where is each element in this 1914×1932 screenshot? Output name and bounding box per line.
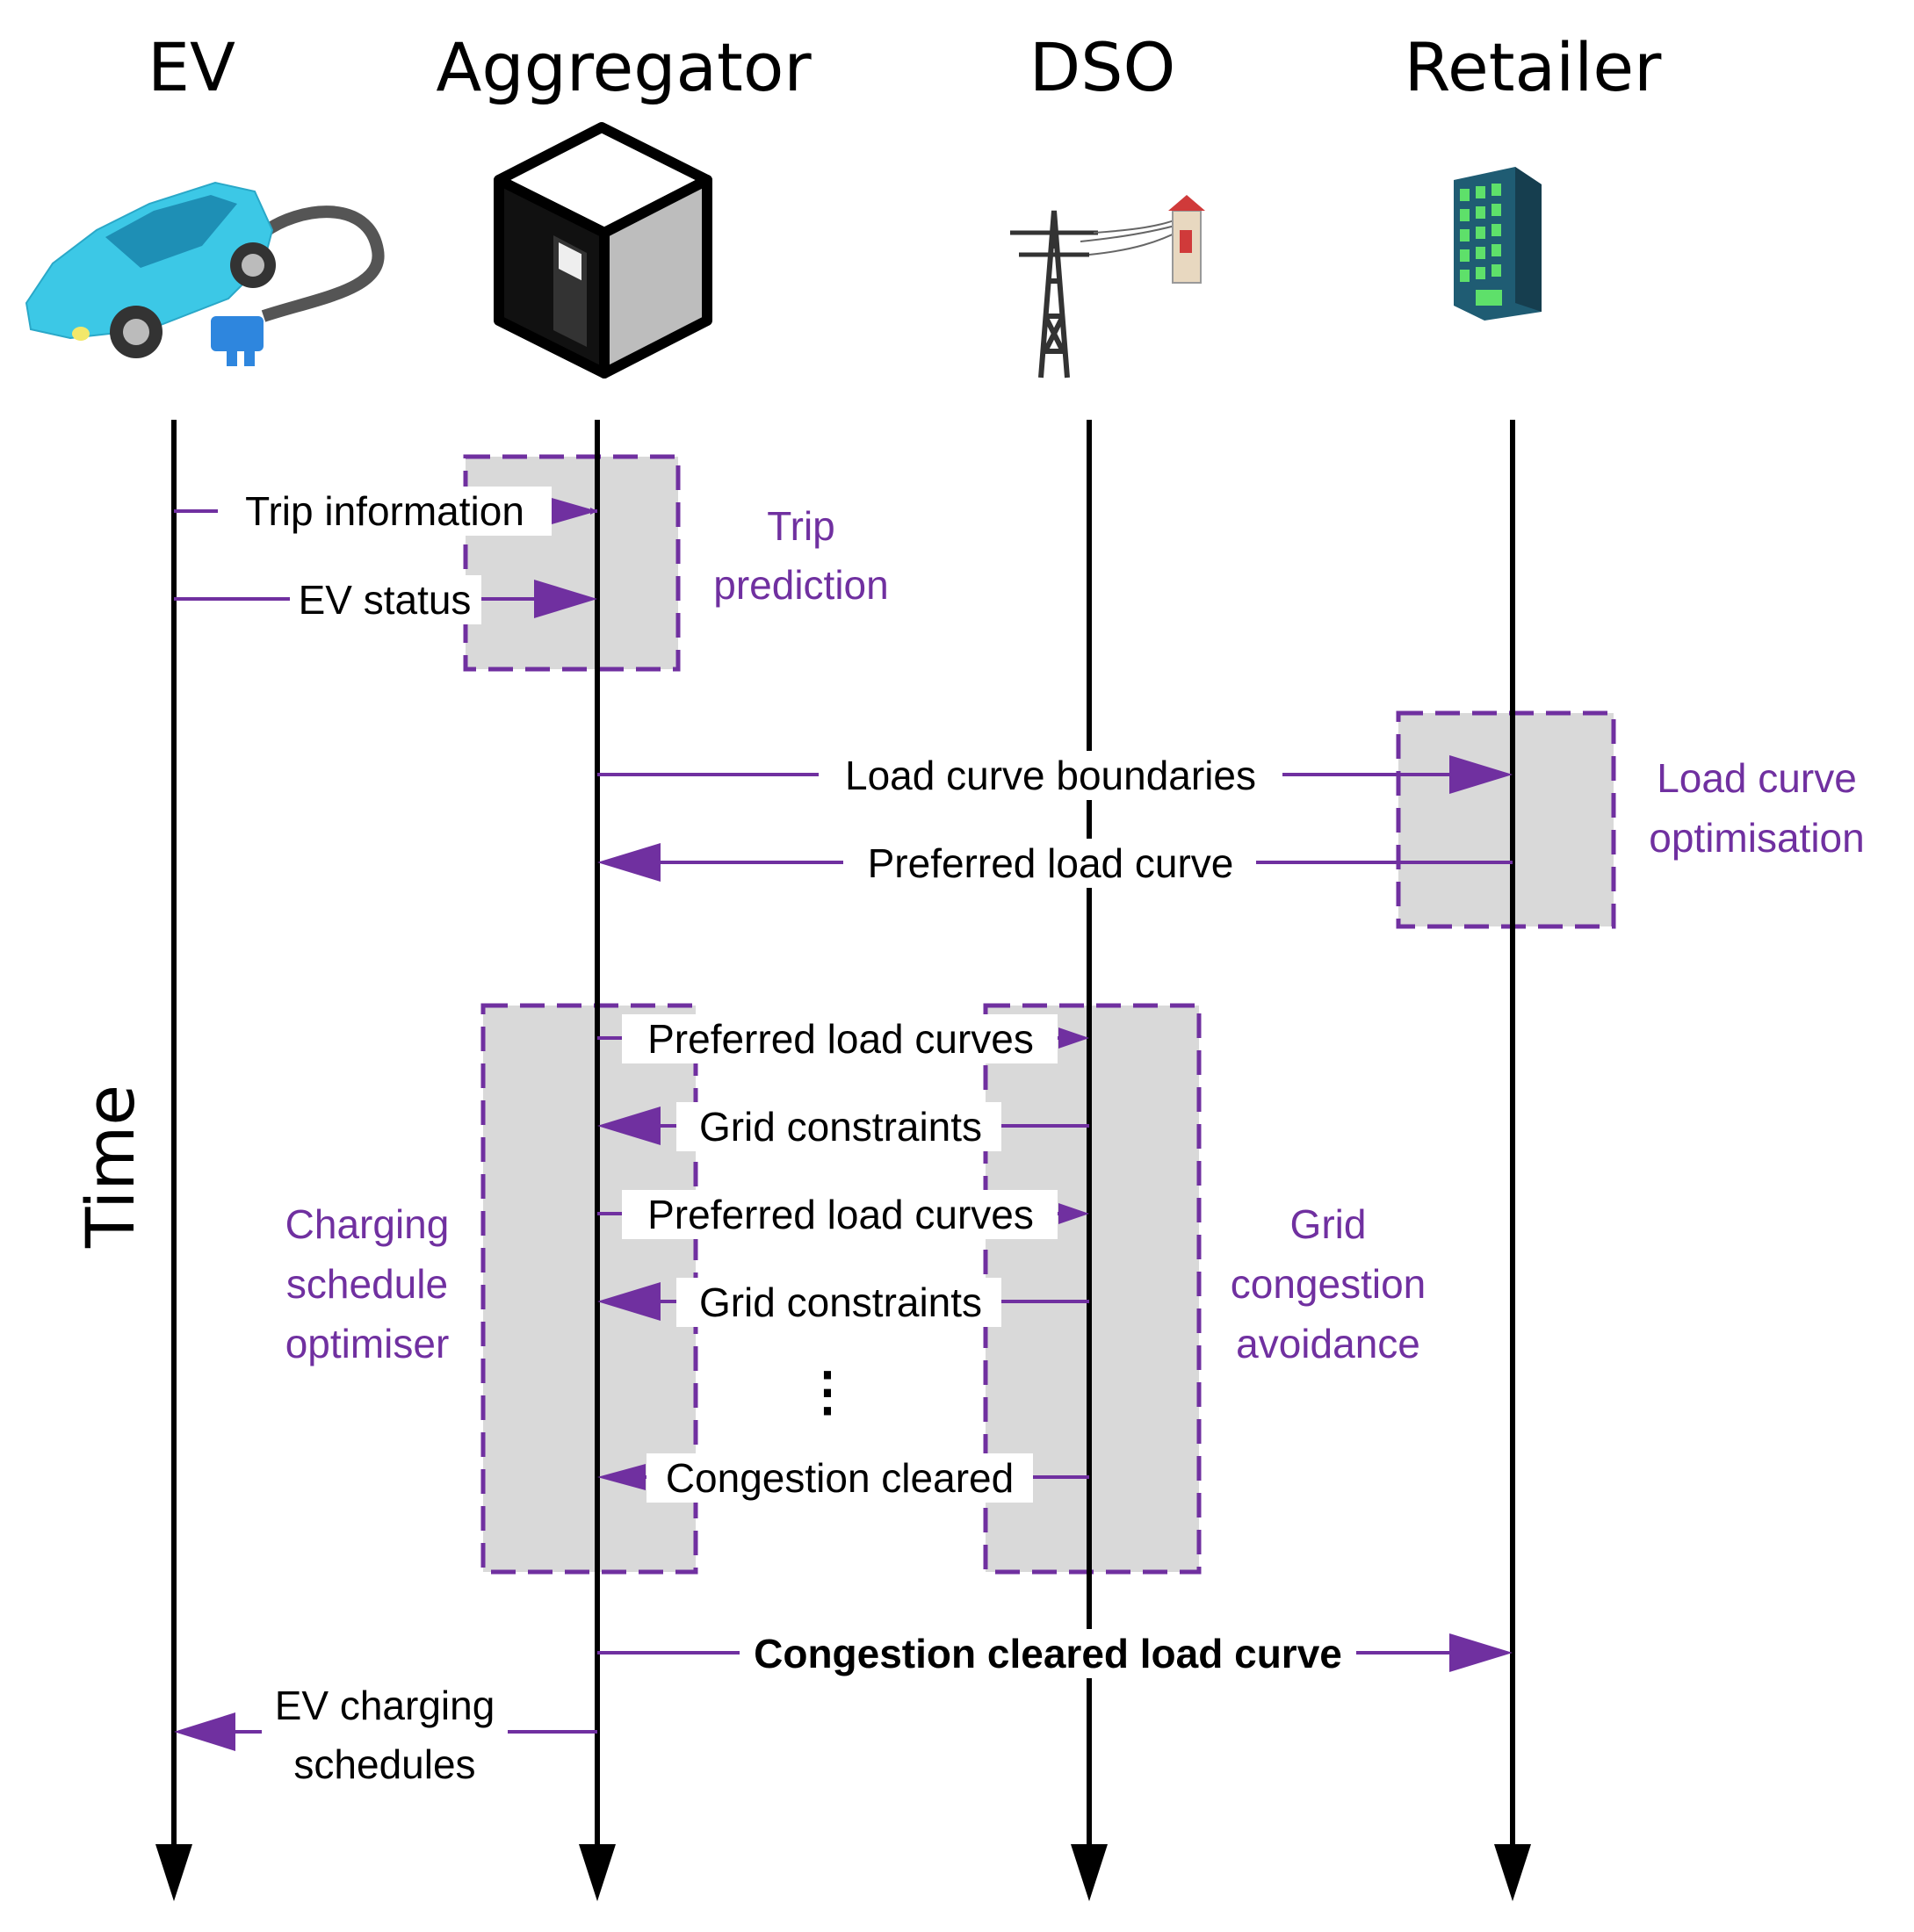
message-label-preferred-load-curve: Preferred load curve: [868, 840, 1234, 886]
message-congestion-cleared: Congestion cleared: [597, 1453, 1089, 1503]
process-label-line: optimiser: [285, 1321, 450, 1366]
actor-label-aggregator: Aggregator: [436, 28, 812, 106]
message-label-congestion-cleared: Congestion cleared: [666, 1455, 1014, 1501]
message-label-grid-constraints-1: Grid constraints: [699, 1104, 982, 1150]
message-grid-constraints-2: Grid constraints: [597, 1278, 1089, 1327]
message-preferred-load-curves-1: Preferred load curves: [597, 1014, 1089, 1063]
process-label-line: optimisation: [1649, 815, 1864, 861]
actor-label-dso: DSO: [1029, 28, 1176, 106]
actor-label-retailer: Retailer: [1405, 28, 1663, 106]
time-axis-label: Time: [71, 1085, 149, 1249]
message-label-preferred-load-curves-2: Preferred load curves: [647, 1192, 1034, 1237]
continuation-ellipsis: ⋮: [801, 1362, 854, 1421]
lifeline-arrow-ev: [155, 1844, 192, 1901]
process-label-line: congestion: [1231, 1261, 1426, 1307]
message-grid-constraints-1: Grid constraints: [597, 1102, 1089, 1151]
process-label-line: Grid: [1290, 1201, 1367, 1247]
message-label-preferred-load-curves-1: Preferred load curves: [647, 1016, 1034, 1062]
process-label-line: Trip: [767, 503, 835, 549]
lifelines: [155, 420, 1531, 1901]
process-box-load-curve-optimisation: [1396, 710, 1616, 929]
process-label-charging-schedule-optimiser: Charging schedule optimiser: [285, 1201, 450, 1366]
process-label-trip-prediction: Trip prediction: [713, 503, 888, 608]
message-preferred-load-curve: Preferred load curve: [597, 839, 1513, 888]
message-label-load-curve-boundaries: Load curve boundaries: [845, 753, 1256, 798]
lifeline-arrow-retailer: [1494, 1844, 1531, 1901]
message-label-trip-information: Trip information: [245, 488, 524, 534]
office-building-icon: [1454, 167, 1542, 321]
process-label-line: schedule: [286, 1261, 448, 1307]
message-trip-information: Trip information: [174, 487, 597, 536]
message-congestion-cleared-load-curve: Congestion cleared load curve: [597, 1629, 1513, 1678]
message-ev-charging-schedules: EV charging schedules: [174, 1683, 597, 1787]
message-ev-status: EV status: [174, 575, 597, 624]
lifeline-arrow-dso: [1071, 1844, 1108, 1901]
message-preferred-load-curves-2: Preferred load curves: [597, 1190, 1089, 1239]
message-label-ev-charging-schedules-line2: schedules: [293, 1741, 475, 1787]
process-label-load-curve-optimisation: Load curve optimisation: [1649, 755, 1864, 861]
message-label-congestion-cleared-load-curve: Congestion cleared load curve: [754, 1631, 1342, 1676]
server-cube-icon: [494, 122, 712, 378]
ev-car-charger-icon: [25, 181, 385, 366]
message-label-ev-status: EV status: [299, 577, 472, 623]
process-label-line: prediction: [713, 562, 888, 608]
message-label-grid-constraints-2: Grid constraints: [699, 1280, 982, 1325]
message-load-curve-boundaries: Load curve boundaries: [597, 751, 1513, 800]
power-tower-icon: [1010, 195, 1205, 378]
process-label-line: Load curve: [1657, 755, 1857, 801]
process-label-line: Charging: [285, 1201, 450, 1247]
process-label-line: avoidance: [1236, 1321, 1420, 1366]
message-label-ev-charging-schedules-line1: EV charging: [275, 1683, 495, 1728]
actor-label-ev: EV: [148, 28, 235, 106]
process-label-grid-congestion-avoidance: Grid congestion avoidance: [1231, 1201, 1426, 1366]
lifeline-arrow-aggregator: [579, 1844, 616, 1901]
